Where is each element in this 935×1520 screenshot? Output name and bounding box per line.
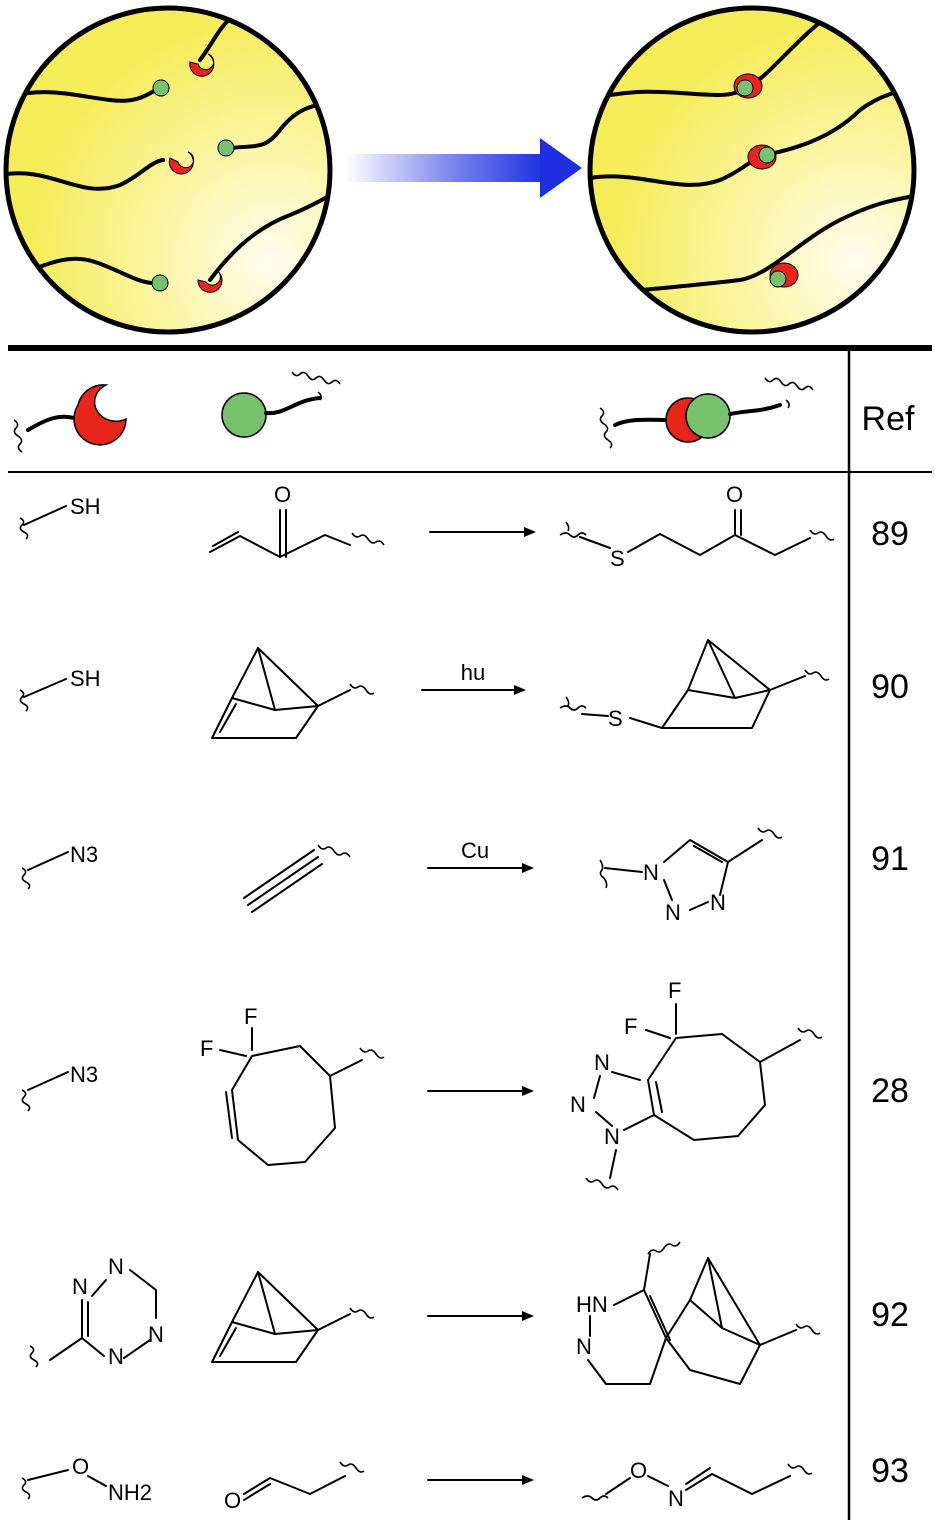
condition-label: Cu bbox=[461, 838, 489, 863]
green-ball-ligand-icon bbox=[151, 79, 235, 292]
ref-number: 28 bbox=[871, 1072, 909, 1110]
reaction-row-5: N N N N HN N 92 bbox=[29, 1241, 909, 1385]
header-receptor-icon bbox=[13, 384, 127, 453]
reaction-row-4: N3 F F F F N N N 28 bbox=[21, 978, 909, 1191]
oxime-n-label: N bbox=[668, 1486, 684, 1511]
triazole-n3-label: N bbox=[710, 890, 726, 915]
oxime-o-label: O bbox=[630, 1458, 647, 1483]
aldehyde-o-label: O bbox=[224, 1488, 241, 1513]
aminooxy-nh2-label: NH2 bbox=[108, 1480, 152, 1505]
thioether-s-label: S bbox=[610, 546, 625, 571]
fluorine-label: F bbox=[624, 1014, 637, 1039]
azide-label: N3 bbox=[70, 842, 98, 867]
azide-label: N3 bbox=[70, 1062, 98, 1087]
triazole-n-label: N bbox=[604, 1124, 620, 1149]
ref-number: 89 bbox=[871, 515, 909, 553]
reaction-arrow-icon bbox=[345, 138, 582, 198]
thioether-s-label: S bbox=[608, 706, 623, 731]
ketone-oxygen-label: O bbox=[274, 482, 291, 507]
fluorine-label: F bbox=[200, 1036, 213, 1061]
particle-before bbox=[3, 5, 333, 335]
tetrazine-n-label: N bbox=[108, 1254, 124, 1279]
condition-label: hu bbox=[461, 660, 485, 685]
particle-after bbox=[587, 5, 917, 335]
ref-header: Ref bbox=[862, 400, 915, 438]
thiol-label: SH bbox=[70, 494, 101, 519]
tetrazine-n-label: N bbox=[148, 1322, 164, 1347]
reaction-row-1: SH O S O 89 bbox=[19, 482, 909, 571]
product-oxygen-label: O bbox=[726, 482, 743, 507]
header-ligand-icon bbox=[221, 371, 341, 438]
reaction-row-3: N3 Cu N N N 91 bbox=[21, 827, 909, 925]
header-conjugate-icon bbox=[599, 377, 814, 449]
reaction-row-6: O NH2 O O N 93 bbox=[21, 1452, 909, 1513]
triazole-n1-label: N bbox=[643, 860, 659, 885]
aminooxy-o-label: O bbox=[72, 1454, 89, 1479]
triazole-n-label: N bbox=[570, 1092, 586, 1117]
tetrazine-n-label: N bbox=[108, 1344, 124, 1369]
table-frame bbox=[8, 345, 932, 1520]
ref-number: 92 bbox=[871, 1296, 909, 1334]
ref-number: 91 bbox=[871, 840, 909, 878]
dihydropyridazine-hn-label: HN bbox=[576, 1292, 608, 1317]
bound-conjugate-icon bbox=[733, 73, 799, 288]
dihydropyridazine-n-label: N bbox=[576, 1334, 592, 1359]
triazole-n-label: N bbox=[594, 1050, 610, 1075]
tetrazine-n-label: N bbox=[72, 1274, 88, 1299]
fluorine-label: F bbox=[244, 1004, 257, 1029]
thiol-label: SH bbox=[70, 666, 101, 691]
triazole-n2-label: N bbox=[665, 900, 681, 925]
fluorine-label: F bbox=[668, 978, 681, 1003]
ref-number: 90 bbox=[871, 668, 909, 706]
red-crescent-receptor-icon bbox=[168, 53, 223, 293]
ref-number: 93 bbox=[871, 1452, 909, 1490]
reaction-row-2: SH hu S 90 bbox=[19, 639, 909, 739]
